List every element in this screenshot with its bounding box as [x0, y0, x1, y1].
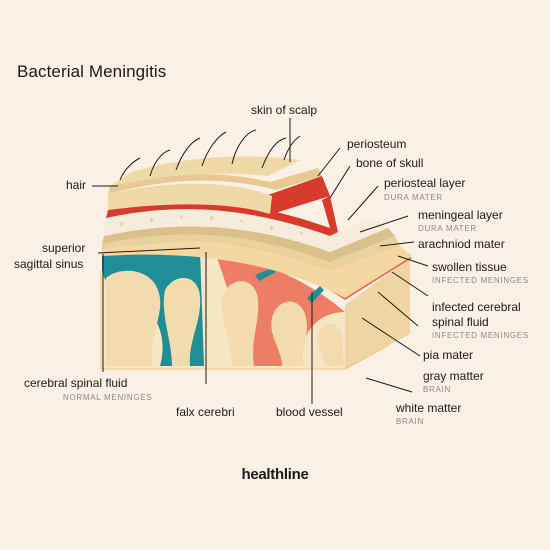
gray-matter: [345, 258, 410, 368]
bone-texture: [119, 215, 304, 235]
gyrus-left: [106, 270, 161, 366]
label-infected-csf-line2: spinal fluid: [432, 315, 489, 329]
periosteum-top: [265, 176, 330, 214]
brand-logo: healthline: [241, 466, 309, 483]
sublabel-csf: NORMAL MENINGES: [63, 393, 153, 402]
meningeal-layer: [102, 234, 400, 270]
gyrus-far-right: [317, 323, 344, 366]
label-pia-mater: pia mater: [423, 348, 474, 362]
label-gray-matter: gray matter: [423, 369, 484, 383]
bone-of-skull: [104, 209, 388, 252]
sublabel-infected-csf: INFECTED MENINGES: [432, 331, 529, 340]
sublabel-meningeal-layer: DURA MATER: [418, 224, 477, 233]
label-superior-line1: superior: [42, 241, 86, 255]
gyrus-mid-left: [163, 277, 201, 366]
label-swollen-tissue: swollen tissue: [432, 260, 507, 274]
skin-top: [110, 156, 300, 186]
label-white-matter: white matter: [396, 401, 462, 415]
label-arachnoid-mater: arachniod mater: [418, 237, 505, 251]
label-blood-vessel: blood vessel: [276, 405, 343, 419]
skin-front: [108, 183, 272, 214]
label-periosteum: periosteum: [347, 137, 407, 151]
blood-vessel: [255, 268, 276, 281]
blood-vessel-2: [307, 286, 324, 303]
periosteal-layer: [102, 226, 395, 262]
skin-of-scalp: [108, 168, 322, 194]
sublabel-gray-matter: BRAIN: [423, 385, 451, 394]
label-skin-of-scalp: skin of scalp: [251, 103, 318, 117]
label-meningeal-layer: meningeal layer: [418, 208, 503, 222]
hair: [119, 129, 301, 181]
sublabel-periosteal-layer: DURA MATER: [384, 193, 443, 202]
label-superior-line2: sagittal sinus: [14, 257, 84, 271]
gyrus-mid-right: [221, 281, 259, 366]
diagram-title: Bacterial Meningitis: [17, 62, 167, 81]
label-infected-csf-line1: infected cerebral: [432, 300, 521, 314]
gyrus-right: [271, 301, 307, 366]
sublabel-swollen-tissue: INFECTED MENINGES: [432, 276, 529, 285]
leader-lines: [92, 118, 429, 404]
periosteum: [106, 196, 338, 236]
sublabel-white-matter: BRAIN: [396, 417, 424, 426]
label-hair: hair: [66, 178, 87, 192]
label-periosteal-layer: periosteal layer: [384, 176, 466, 190]
label-falx-cerebri: falx cerebri: [176, 405, 235, 419]
label-bone-of-skull: bone of skull: [356, 156, 424, 170]
arachnoid-layer: [102, 241, 412, 298]
label-csf: cerebral spinal fluid: [24, 376, 128, 390]
falx-cerebri: [200, 250, 218, 366]
